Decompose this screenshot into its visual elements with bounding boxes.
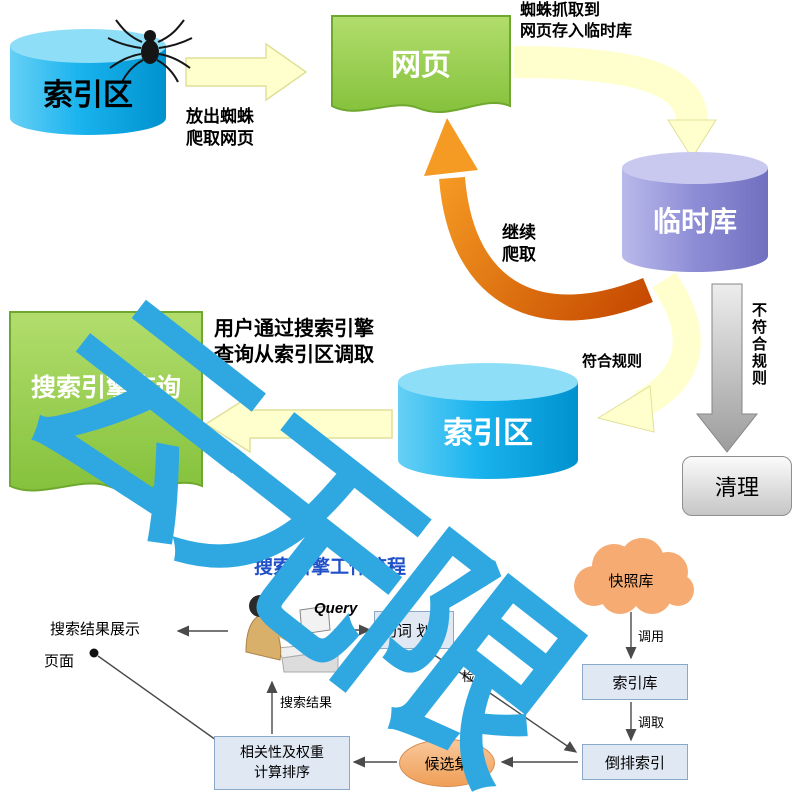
person-computer-illustration [245,595,339,673]
edge-label-fetch: 调取 [638,715,665,730]
candidate-set-label: 候选集 [424,755,470,773]
result-note-line2: 页面 [44,653,75,670]
recrawl-note-line2: 爬取 [502,245,536,265]
cleanup-label: 清理 [714,475,759,500]
candidate-set-ellipse: 候选集 [399,739,495,787]
fetch-note-line2: 网页存入临时库 [520,23,633,41]
result-note-line1: 搜索结果展示 [50,621,141,638]
rule-pass-label: 符合规则 [582,353,643,370]
edge-label-return-results: 搜索结果 [280,695,333,710]
webpage-label: 网页 [391,49,451,82]
edge-label-retrieve: 检索 [462,669,489,684]
source-cylinder-label: 索引区 [43,79,133,112]
temp-cylinder-label: 临时库 [652,206,737,237]
rank-box-line1: 相关性及权重 [240,744,324,761]
inverted-index-box: 倒排索引 [582,744,688,780]
arrow-index-to-query [204,394,393,454]
cylinder-index-db [398,363,578,479]
query-note-line1: 用户通过搜索引擎 [214,318,374,340]
spider-note-line1: 放出蜘蛛 [186,107,254,126]
doc-webpage [331,15,511,113]
arrow-tempdb-to-cleanup [695,283,759,453]
spider-note-line2: 爬取网页 [186,129,254,149]
rule-fail-label: 不符合规则 [750,302,767,387]
fetch-note: 蜘蛛抓取到 网页存入临时库 [520,0,632,42]
snapshot-cloud [574,538,694,614]
arrow-tempdb-to-index [596,272,701,433]
bottom-flow-connectors [89,612,637,768]
edge-label-call: 调用 [638,629,665,644]
query-note: 用户通过搜索引擎 查询从索引区调取 [214,316,374,369]
cleanup-box: 清理 [682,456,792,516]
arrow-source-to-webpage [185,42,308,102]
cylinder-temp-db [622,152,768,272]
index-store-label: 索引库 [612,674,658,692]
recrawl-note: 继续 爬取 [502,222,536,267]
spider-note: 放出蜘蛛 爬取网页 [186,106,254,151]
arrow-webpage-to-tempdb [513,46,717,159]
spider-icon [107,19,193,83]
snapshot-cloud-label: 快照库 [608,573,654,590]
segment-box: 切词 划词 [374,611,454,649]
index-store-box: 索引库 [582,664,688,700]
recrawl-note-line1: 继续 [502,223,536,242]
fetch-note-line1: 蜘蛛抓取到 [520,2,601,19]
query-doc-label: 搜索引擎查询 [30,374,181,402]
index-cylinder-label: 索引区 [443,417,533,450]
doc-search-query [9,311,203,492]
segment-box-label: 切词 划词 [381,622,447,640]
cylinder-source-index [10,29,166,135]
rank-box-line2: 计算排序 [254,764,310,780]
inverted-index-label: 倒排索引 [604,754,665,772]
query-note-line2: 查询从索引区调取 [214,344,374,367]
query-label: Query [314,600,358,617]
rank-box: 相关性及权重 计算排序 [214,736,350,790]
bottom-flow-title: 搜索引擎工作流程 [254,557,407,578]
arrow-tempdb-to-webpage [424,118,653,321]
